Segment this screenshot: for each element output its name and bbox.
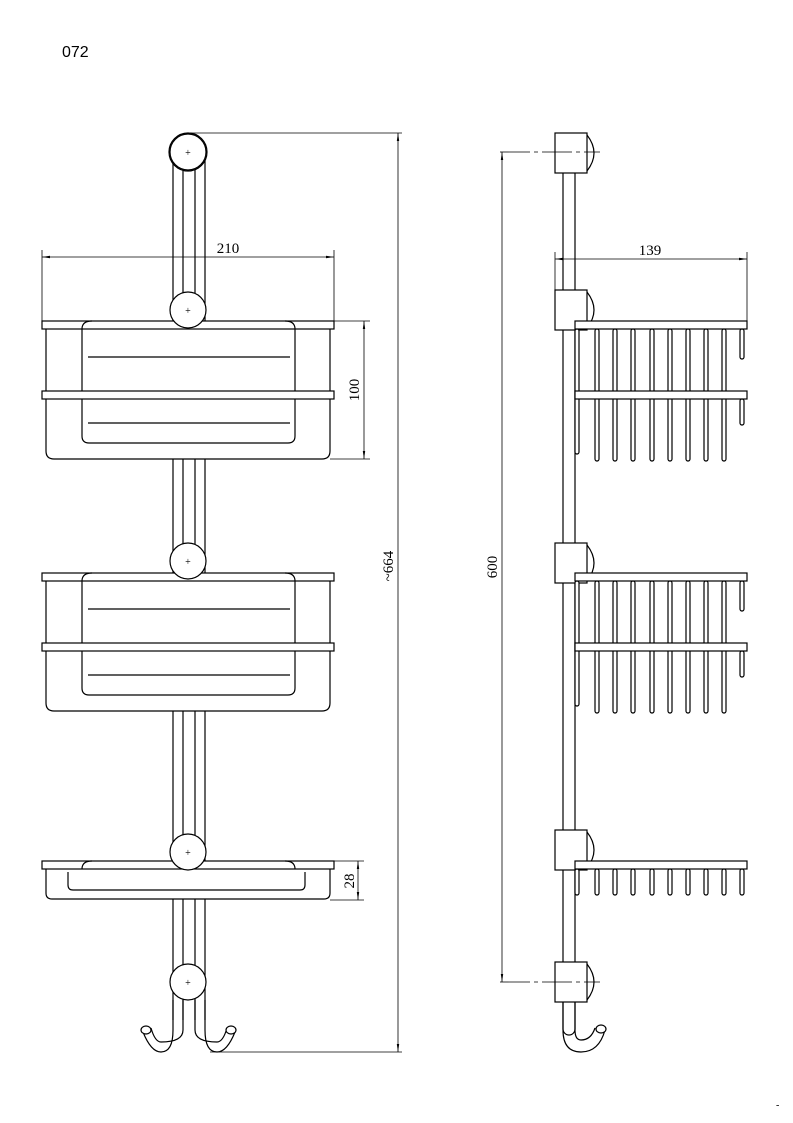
side-mount-block <box>554 132 588 174</box>
center-mark: + <box>185 557 191 568</box>
hook-left <box>142 1000 174 1053</box>
side-basket-middle-rail <box>574 390 748 400</box>
center-mark: + <box>185 306 191 317</box>
side-basket-prong <box>574 868 580 896</box>
hook-right <box>194 1000 228 1043</box>
basket-middle-rail <box>41 642 335 652</box>
center-mark: + <box>185 148 191 159</box>
side-basket-prong <box>594 868 600 896</box>
dimension-width-label: 210 <box>217 241 240 257</box>
wall-knob <box>169 963 207 1001</box>
drawing-code: 072 <box>62 44 89 61</box>
basket-inner-frame <box>81 329 296 444</box>
dimension-soap-dish-height: 28 <box>330 860 364 901</box>
side-basket-prong <box>739 868 745 896</box>
basket-corner <box>81 572 296 582</box>
side-basket-prong <box>667 868 673 896</box>
wall-knob <box>169 833 207 871</box>
hook-tip <box>140 1025 152 1035</box>
basket-corner <box>81 860 296 870</box>
center-mark: + <box>185 978 191 989</box>
side-basket-prong <box>703 868 709 896</box>
side-mount-block <box>554 289 588 331</box>
side-basket-prong <box>739 398 745 426</box>
side-basket-prong <box>721 868 727 896</box>
dimension-basket-height-label: 100 <box>347 379 363 402</box>
side-basket-prong <box>612 868 618 896</box>
wall-knob <box>169 133 207 171</box>
dimension-total-height: ~664 <box>190 132 402 1053</box>
side-hook <box>562 1002 606 1053</box>
hook-left <box>150 1000 184 1043</box>
wall-knob <box>169 542 207 580</box>
side-basket-middle-rail <box>574 642 748 652</box>
basket-corner <box>81 320 296 330</box>
dimension-depth: 139 <box>554 243 748 321</box>
soap-dish-inner-rail <box>67 872 306 891</box>
dimension-width: 210 <box>41 241 335 321</box>
hook-tip <box>225 1025 237 1035</box>
side-basket-prong <box>649 868 655 896</box>
side-mount-dome <box>586 134 595 172</box>
dimension-basket-height: 100 <box>330 320 370 460</box>
corner-mark: - <box>776 1100 780 1111</box>
side-basket-prong <box>739 580 745 612</box>
side-basket-rail <box>574 572 748 582</box>
wall-knob <box>169 291 207 329</box>
basket-inner-frame <box>81 581 296 696</box>
side-basket-prong <box>630 868 636 896</box>
basket-middle-rail <box>41 390 335 400</box>
side-basket-prong <box>739 650 745 678</box>
front-view: + + + + + <box>41 132 335 1053</box>
dimension-soap-dish-height-label: 28 <box>342 874 358 889</box>
dimension-mount-spacing-label: 600 <box>485 556 501 579</box>
dimension-depth-label: 139 <box>639 243 662 259</box>
center-mark: + <box>185 848 191 859</box>
side-basket-rail <box>574 320 748 330</box>
side-basket-prong <box>739 328 745 360</box>
hook-tip <box>595 1024 607 1034</box>
side-view <box>554 132 748 1053</box>
soap-dish-frame <box>45 868 331 900</box>
side-hook <box>574 1002 596 1041</box>
side-basket-rail <box>574 860 748 870</box>
dimension-total-height-label: ~664 <box>381 550 397 581</box>
dimension-mount-spacing: 600 <box>485 151 600 983</box>
side-basket-prong <box>685 868 691 896</box>
